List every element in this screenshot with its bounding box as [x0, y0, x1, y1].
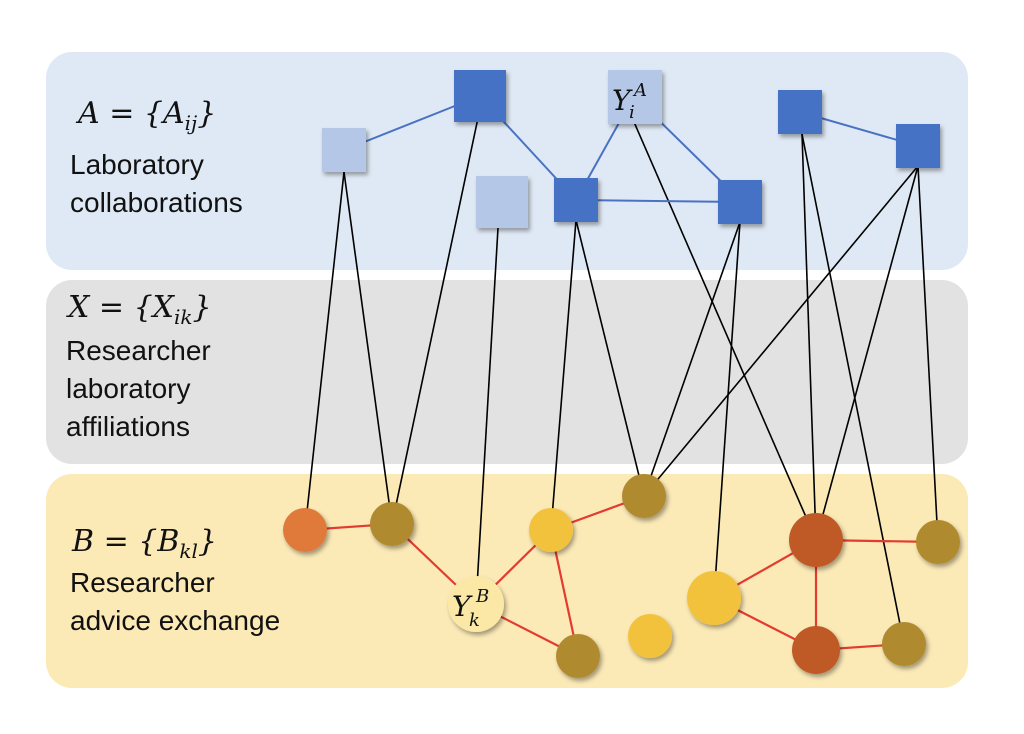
researcher-node	[882, 622, 926, 666]
formula-a-set: {A	[143, 96, 185, 131]
formula-x-sub: ik	[174, 305, 193, 329]
researcher-node	[622, 474, 666, 518]
affiliation-edge	[815, 165, 919, 541]
layer-a-band	[46, 52, 968, 270]
affiliation-edge	[475, 227, 499, 605]
researcher-node	[370, 502, 414, 546]
layer-a-desc-line1: Laboratory	[70, 149, 204, 180]
layer-x-desc-line1: Researcher	[66, 335, 211, 366]
researcher-node	[283, 508, 327, 552]
layer-b-desc-line1: Researcher	[70, 567, 215, 598]
affiliation-edge	[343, 171, 393, 525]
focal-researcher-sup: B	[475, 586, 489, 607]
affiliation-edge	[575, 219, 645, 497]
lab-node-dark	[896, 124, 940, 168]
collaboration-edge	[575, 199, 741, 203]
researcher-node	[789, 513, 843, 567]
formula-x-lhs: X	[68, 290, 90, 325]
affiliation-edge	[713, 221, 741, 599]
lab-node-dark	[718, 180, 762, 224]
researcher-nodes	[283, 474, 960, 678]
affiliation-edge	[550, 219, 577, 531]
layer-x-band	[46, 280, 968, 464]
affiliation-edge	[643, 165, 919, 497]
layer-b-desc-line2: advice exchange	[70, 605, 281, 636]
formula-x-set: {X	[133, 290, 175, 325]
researcher-node-focal	[448, 576, 504, 632]
layer-x-description: Researcher laboratory affiliations	[66, 332, 211, 446]
researcher-node	[628, 614, 672, 658]
laboratory-nodes	[322, 70, 940, 228]
layer-x-desc-line3: affiliations	[66, 411, 191, 442]
researcher-node	[916, 520, 960, 564]
focal-researcher-label: Y	[452, 590, 473, 623]
researcher-node	[792, 626, 840, 674]
formula-b-set: {B	[138, 524, 180, 559]
affiliation-edge	[304, 171, 345, 531]
researcher-node	[687, 571, 741, 625]
researcher-node	[529, 508, 573, 552]
formula-a-lhs: A	[78, 96, 100, 131]
formula-b-lhs: B	[72, 524, 95, 559]
formula-a-sub: ij	[184, 111, 198, 135]
layer-a-formula: A = {Aij}	[78, 96, 217, 135]
layer-b-description: Researcher advice exchange	[70, 564, 280, 640]
affiliation-edge	[801, 133, 905, 645]
formula-b-close: }	[197, 524, 218, 559]
affiliation-edge	[633, 121, 817, 541]
layer-b-formula: B = {Bkl}	[72, 524, 218, 563]
focal-lab-label: Y	[612, 84, 633, 117]
researcher-node	[556, 634, 600, 678]
lab-node-light	[476, 176, 528, 228]
layer-a-description: Laboratory collaborations	[70, 146, 243, 222]
formula-b-sub: kl	[179, 539, 198, 563]
lab-node-dark	[778, 90, 822, 134]
lab-node-light	[322, 128, 366, 172]
layer-x-formula: X = {Xik}	[68, 290, 212, 329]
lab-node-dark	[454, 70, 506, 122]
focal-lab-sub: i	[629, 102, 635, 123]
focal-lab-sup: A	[632, 80, 647, 101]
layer-x-desc-line2: laboratory	[66, 373, 191, 404]
affiliation-edges	[304, 117, 939, 645]
focal-researcher-sub: k	[469, 610, 480, 631]
formula-a-close: }	[197, 96, 217, 131]
affiliation-edge	[917, 165, 939, 543]
affiliation-edge	[643, 221, 741, 497]
affiliation-edge	[391, 117, 479, 525]
affiliation-edge	[801, 133, 817, 541]
lab-node-dark	[554, 178, 598, 222]
lab-node-focal	[608, 70, 662, 124]
formula-x-close: }	[192, 290, 212, 325]
layer-a-desc-line2: collaborations	[70, 187, 243, 218]
